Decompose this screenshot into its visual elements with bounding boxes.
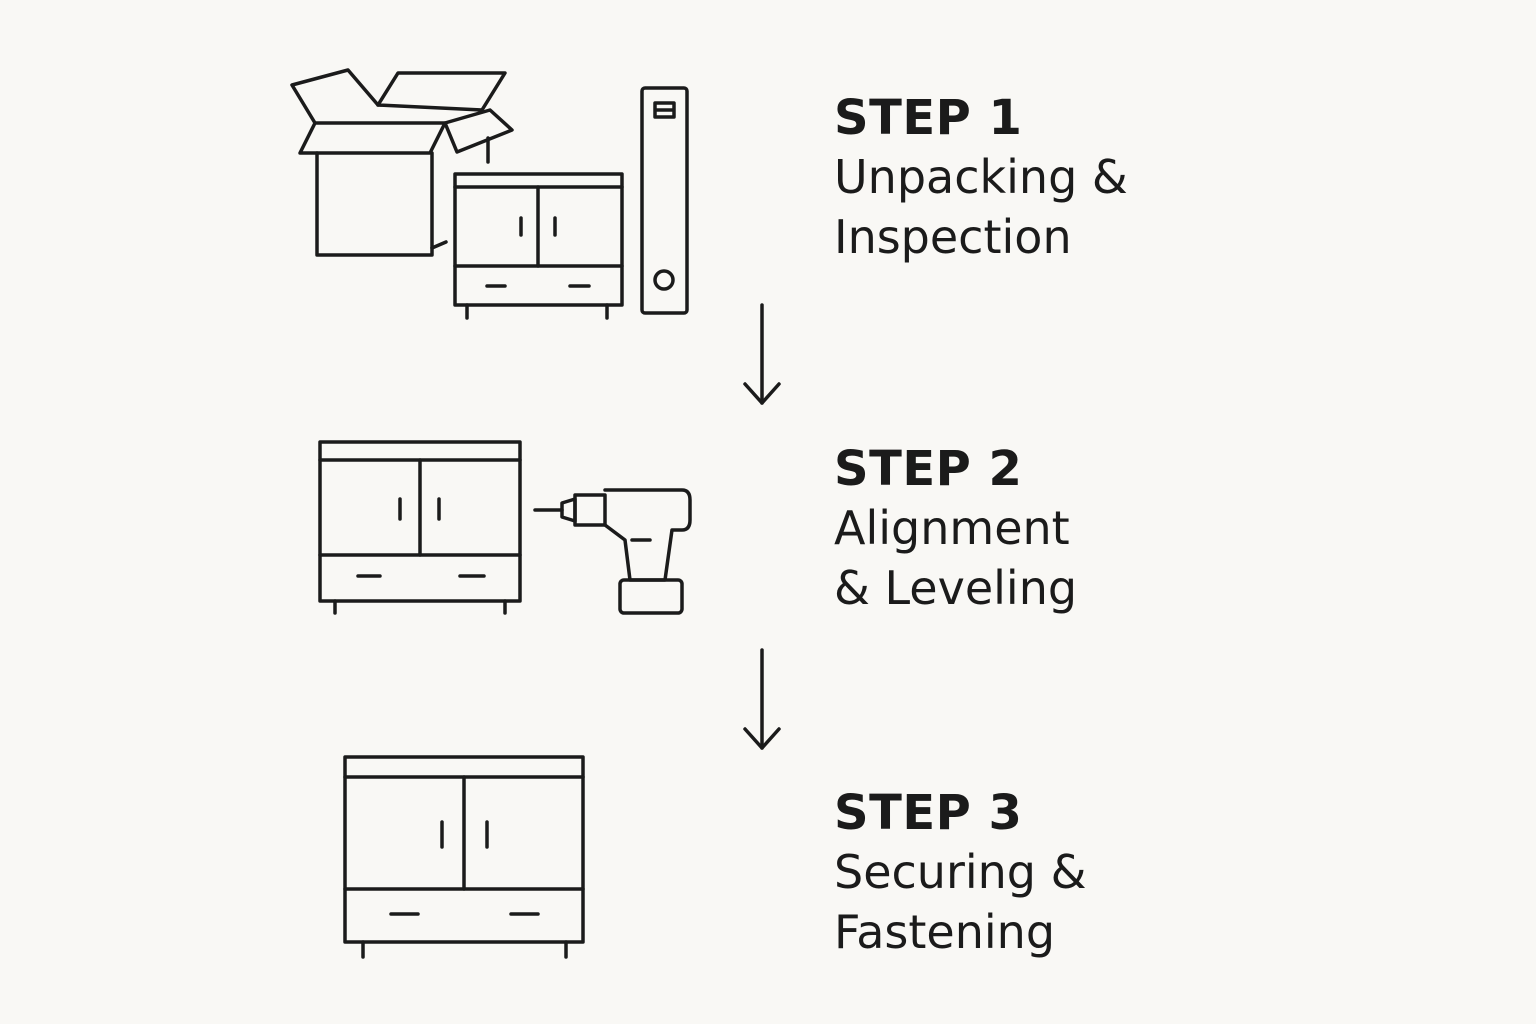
step-1-line-2: Inspection — [834, 210, 1072, 264]
down-arrow-icon — [743, 648, 781, 750]
down-arrow-icon — [743, 303, 781, 405]
step-3-line-2: Fastening — [834, 905, 1056, 959]
step-3-title: STEP 3 — [834, 785, 1023, 841]
step-2-line-1: Alignment — [834, 501, 1070, 555]
step-1-line-1: Unpacking & — [834, 150, 1128, 204]
drill-icon — [533, 488, 692, 615]
step-2-line-2: & Leveling — [834, 561, 1078, 615]
step-3: STEP 3 Securing & Fastening — [834, 784, 1086, 962]
door-panel-icon — [640, 86, 689, 315]
cabinet-icon — [318, 440, 522, 615]
cabinet-icon — [453, 172, 624, 320]
open-box-icon — [290, 68, 514, 257]
step-1: STEP 1 Unpacking & Inspection — [834, 89, 1128, 267]
step-2-title: STEP 2 — [834, 441, 1023, 497]
cabinet-icon — [343, 755, 585, 959]
step-2: STEP 2 Alignment & Leveling — [834, 440, 1077, 618]
step-3-line-1: Securing & — [834, 845, 1087, 899]
step-1-title: STEP 1 — [834, 90, 1023, 146]
